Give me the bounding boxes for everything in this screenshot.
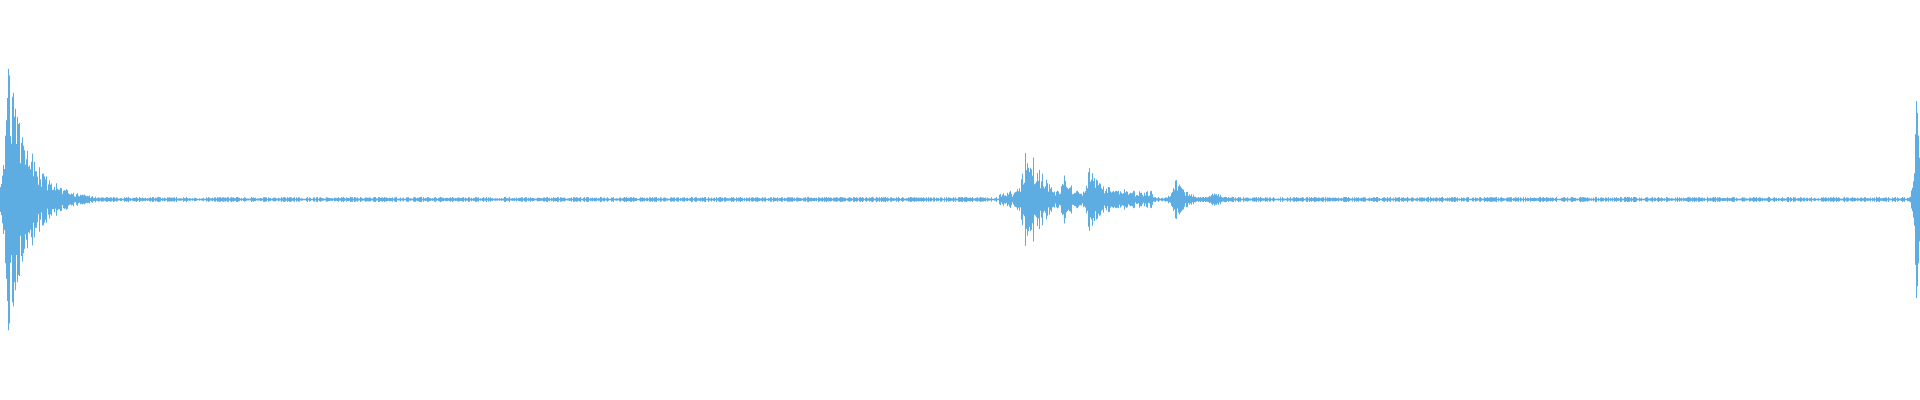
- waveform-amplitude-trace: [0, 68, 1920, 331]
- waveform-samples: [0, 68, 1920, 331]
